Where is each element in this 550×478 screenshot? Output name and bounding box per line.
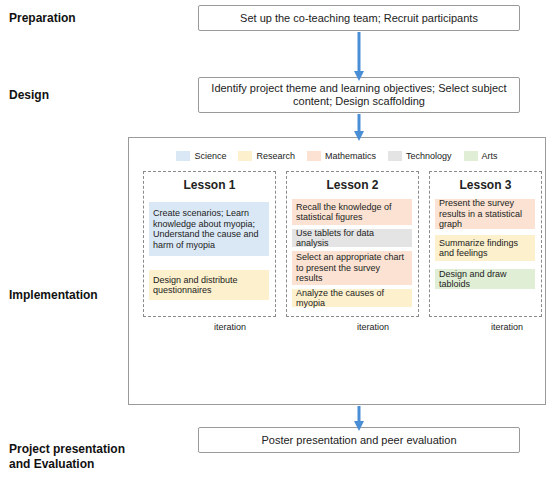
iteration-label: iteration bbox=[491, 322, 523, 332]
legend-item: Science bbox=[176, 151, 226, 161]
stage-label: Design bbox=[9, 88, 129, 103]
activity-text: Summarize findings and feelings bbox=[439, 238, 531, 259]
activity-text: Analyze the causes of myopia bbox=[296, 288, 408, 309]
legend-text: Mathematics bbox=[325, 151, 376, 161]
flow-arrow bbox=[358, 32, 361, 76]
flow-arrow bbox=[358, 114, 361, 136]
activity-block: Create scenarios; Learn knowledge about … bbox=[149, 202, 269, 256]
iteration-label: iteration bbox=[357, 322, 389, 332]
stage-label: Preparation bbox=[9, 11, 129, 26]
iteration-label: iteration bbox=[214, 322, 246, 332]
stage-box: PreparationSet up the co-teaching team; … bbox=[198, 5, 520, 31]
activity-text: Create scenarios; Learn knowledge about … bbox=[153, 208, 265, 250]
lesson-box: Lesson 2 Recall the knowledge of statisti… bbox=[286, 171, 419, 317]
lesson-box: Lesson 1 Create scenarios; Learn knowledg… bbox=[143, 171, 276, 317]
legend-item: Mathematics bbox=[307, 151, 376, 161]
activity-block: Analyze the causes of myopia bbox=[292, 289, 412, 307]
legend-item: Research bbox=[238, 151, 295, 161]
box-text: Identify project theme and learning obje… bbox=[205, 82, 513, 108]
stage-label: Project presentation and Evaluation bbox=[9, 442, 139, 472]
stage-label: Implementation bbox=[9, 288, 124, 303]
lesson-title: Lesson 1 bbox=[144, 178, 275, 192]
activity-block: Recall the knowledge of statistical figu… bbox=[292, 199, 412, 225]
activity-block: Use tablets for data analysis bbox=[292, 229, 412, 247]
legend-text: Research bbox=[256, 151, 295, 161]
legend-swatch bbox=[464, 151, 478, 161]
legend-swatch bbox=[388, 151, 402, 161]
legend-text: Technology bbox=[406, 151, 452, 161]
legend-text: Arts bbox=[482, 151, 498, 161]
legend-swatch bbox=[307, 151, 321, 161]
flow-arrow bbox=[358, 406, 361, 426]
lesson-title: Lesson 3 bbox=[430, 178, 541, 192]
lesson-title: Lesson 2 bbox=[287, 178, 418, 192]
stage-box: DesignIdentify project theme and learnin… bbox=[198, 77, 520, 113]
legend-item: Technology bbox=[388, 151, 452, 161]
box-text: Poster presentation and peer evaluation bbox=[261, 434, 456, 447]
activity-text: Recall the knowledge of statistical figu… bbox=[296, 202, 408, 223]
legend-item: Arts bbox=[464, 151, 498, 161]
lesson-box: Lesson 3 Present the survey results in a … bbox=[429, 171, 542, 317]
activity-block: Design and draw tabloids bbox=[435, 269, 535, 289]
activity-text: Use tablets for data analysis bbox=[296, 228, 408, 249]
legend: Science Research Mathematics Technology Arts bbox=[129, 151, 545, 161]
stage-box: Project presentation and EvaluationPoste… bbox=[198, 427, 520, 453]
activity-text: Present the survey results in a statisti… bbox=[439, 198, 531, 230]
implementation-frame: ImplementationScienceResearchMathematics… bbox=[128, 137, 546, 405]
activity-block: Design and distribute questionnaires bbox=[149, 270, 269, 300]
activity-text: Design and draw tabloids bbox=[439, 269, 531, 290]
activity-block: Present the survey results in a statisti… bbox=[435, 199, 535, 229]
legend-swatch bbox=[238, 151, 252, 161]
activity-block: Select an appropriate chart to present t… bbox=[292, 251, 412, 285]
activity-text: Select an appropriate chart to present t… bbox=[296, 252, 408, 284]
legend-swatch bbox=[176, 151, 190, 161]
activity-text: Design and distribute questionnaires bbox=[153, 275, 265, 296]
box-text: Set up the co-teaching team; Recruit par… bbox=[240, 12, 478, 25]
legend-text: Science bbox=[194, 151, 226, 161]
activity-block: Summarize findings and feelings bbox=[435, 235, 535, 261]
